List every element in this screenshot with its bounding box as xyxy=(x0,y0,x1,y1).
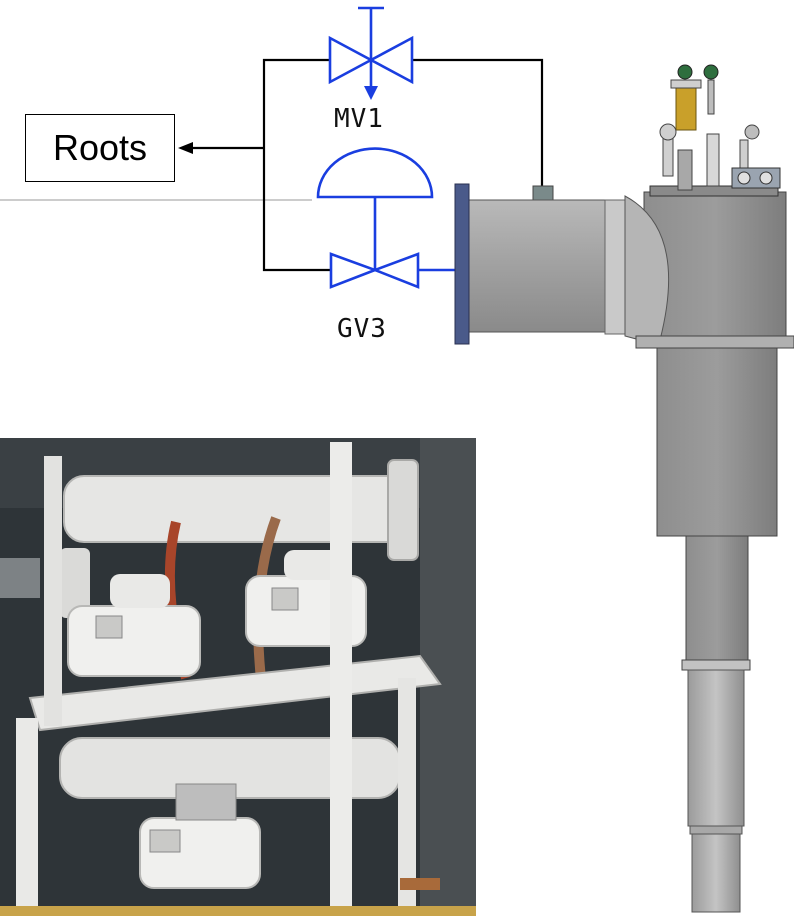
column-lower xyxy=(687,669,745,827)
roots-pump-label: Roots xyxy=(52,127,148,168)
roots-pump-box: Roots xyxy=(25,114,175,182)
gv3-valve-symbol xyxy=(316,147,458,289)
mv1-valve-symbol xyxy=(328,6,414,88)
arrow-to-roots-icon xyxy=(178,142,193,154)
column-tip-ring xyxy=(689,825,743,835)
manifold-lines xyxy=(192,58,544,272)
roots-pump-stack-photo xyxy=(0,438,476,916)
pumping-pipe xyxy=(467,199,614,333)
column-mid xyxy=(685,535,749,661)
mv1-label: MV1 xyxy=(334,104,384,134)
column-ring xyxy=(681,659,751,671)
chamber-collar xyxy=(635,335,794,349)
pipe-flange-right xyxy=(604,199,626,335)
gv3-label: GV3 xyxy=(337,314,387,344)
column-upper xyxy=(656,347,778,537)
pump-stack-illustration xyxy=(0,438,476,916)
column-tip xyxy=(691,833,741,913)
mv1-arrow-icon xyxy=(364,86,378,100)
top-instrumentation xyxy=(659,64,781,191)
pipe-flange-left xyxy=(454,183,470,345)
